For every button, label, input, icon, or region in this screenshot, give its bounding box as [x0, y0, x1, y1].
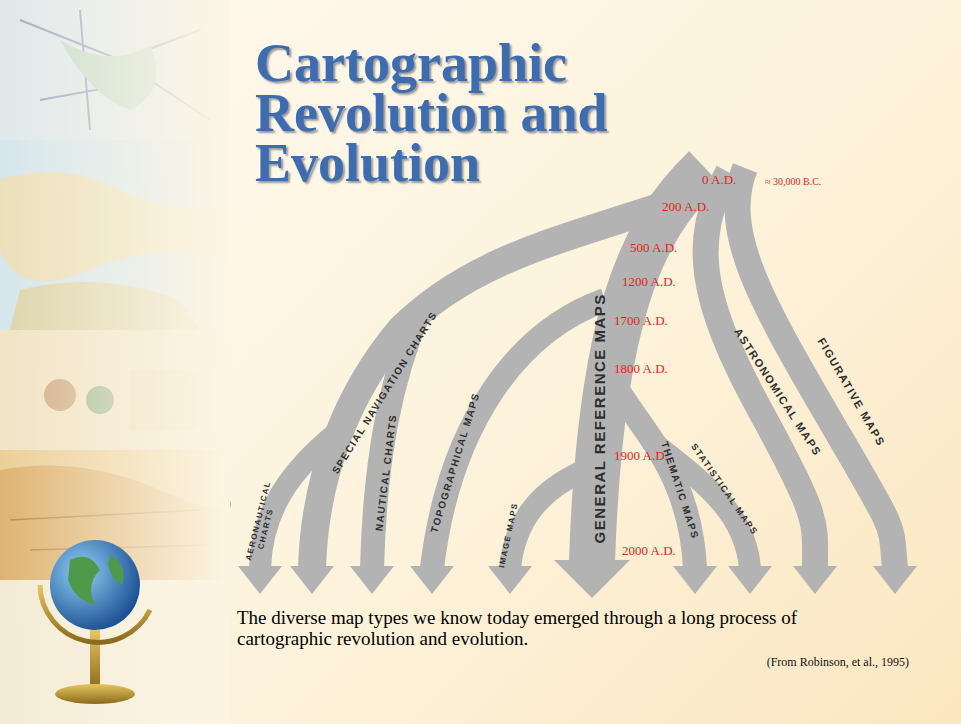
- branch-label: IMAGE MAPS: [497, 501, 520, 568]
- map-branch: NAUTICAL CHARTS: [373, 413, 398, 531]
- map-branch: IMAGE MAPS: [498, 502, 520, 569]
- time-label: 0 A.D.: [702, 172, 736, 188]
- branch-label: NAUTICAL CHARTS: [373, 413, 398, 531]
- time-label: 1200 A.D.: [622, 274, 676, 290]
- map-branch: ASTRONOMICAL MAPS: [732, 326, 824, 458]
- time-label: 1800 A.D.: [614, 361, 668, 377]
- branch-label: GENERAL REFERENCE MAPS: [591, 293, 608, 543]
- map-branch: TOPOGRAPHICAL MAPS: [428, 391, 481, 534]
- slide-title: Cartographic Revolution and Evolution: [255, 38, 695, 189]
- globe-icon: [40, 540, 150, 704]
- time-label: ≈ 30,000 B.C.: [765, 176, 821, 187]
- map-branch: AERONAUTICAL CHARTS: [245, 492, 279, 564]
- branch-label: AERONAUTICAL CHARTS: [244, 480, 275, 562]
- time-label: 500 A.D.: [630, 240, 677, 256]
- time-label: 200 A.D.: [662, 199, 709, 215]
- branch-label: TOPOGRAPHICAL MAPS: [428, 391, 481, 534]
- time-label: 1900 A.D.: [614, 448, 668, 464]
- map-branch: GENERAL REFERENCE MAPS: [592, 293, 609, 543]
- branch-label: FIGURATIVE MAPS: [816, 336, 888, 449]
- branch-label: ASTRONOMICAL MAPS: [732, 326, 824, 458]
- branch-label: STATISTICAL MAPS: [689, 442, 760, 537]
- arrowheads: [238, 560, 917, 598]
- source-citation: (From Robinson, et al., 1995): [767, 655, 909, 670]
- map-branch: STATISTICAL MAPS: [689, 442, 760, 537]
- time-label: 2000 A.D.: [622, 543, 676, 559]
- map-branch: FIGURATIVE MAPS: [816, 336, 888, 449]
- evolution-tree: [260, 168, 895, 568]
- caption: The diverse map types we know today emer…: [237, 608, 877, 650]
- map-strip: [0, 0, 231, 724]
- time-label: 1700 A.D.: [614, 313, 668, 329]
